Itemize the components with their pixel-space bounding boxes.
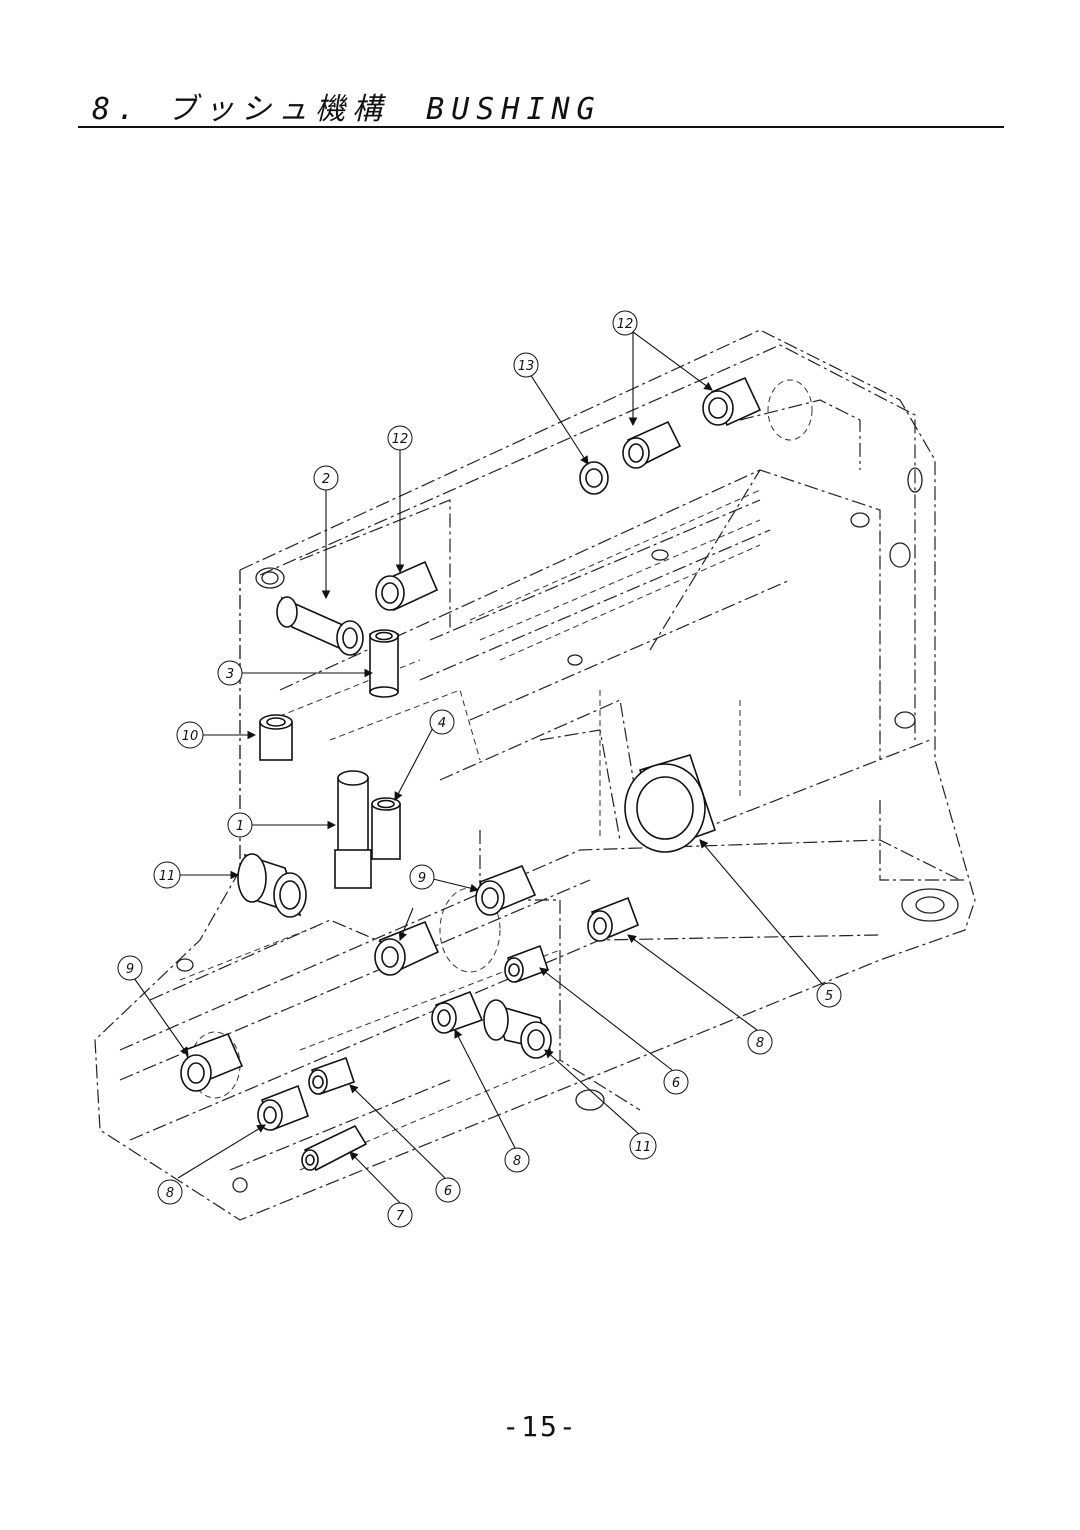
bushing-9-left [180,1032,244,1092]
bushing-11-center [483,999,552,1059]
callout-2-label: 2 [322,472,330,487]
callout-markers: 12 13 12 2 3 10 4 1 [117,310,842,1228]
bushing-3 [369,629,399,698]
callout-10-label: 10 [182,729,199,744]
bushing-parts [180,376,762,1172]
page-number: -15- [502,1410,578,1443]
bushing-9-upper [475,864,537,916]
hidden-lines [179,379,813,1171]
machine-frame-outline [94,329,976,1221]
callout-13-label: 13 [518,359,535,374]
callout-3: 3 [217,660,243,686]
bushing-5 [624,754,717,853]
bushing-6-left [308,1056,356,1096]
callout-1: 1 [227,812,253,838]
bushing-8-left [257,1084,309,1132]
bushing-12-top-right [702,376,762,427]
callout-12-top-label: 12 [617,317,634,332]
bushing-8-right [587,896,640,942]
callout-11-left-label: 11 [159,869,176,884]
bushing-7 [301,1124,368,1172]
callout-10: 10 [176,721,204,749]
frame-holes [176,467,959,1193]
callout-12-left: 12 [387,425,413,451]
callout-11-left: 11 [153,861,181,889]
page-title: 8. ブッシュ機構 BUSHING [92,92,602,127]
bushing-11-left [237,853,307,918]
callout-3-label: 3 [226,667,234,682]
ring-13 [579,461,609,495]
bushing-12-left [375,560,439,612]
callout-6-left: 6 [435,1177,461,1203]
callout-8-right: 8 [747,1029,773,1055]
bushing-2 [276,596,364,657]
callout-4-label: 4 [438,716,446,731]
callout-4: 4 [429,709,455,735]
callout-8-center: 8 [504,1147,530,1173]
callout-12-left-label: 12 [392,432,409,447]
callout-13: 13 [513,352,539,378]
callout-9-left-label: 9 [126,962,134,977]
bushing-12-middle [622,420,682,469]
callout-6-left-label: 6 [444,1184,452,1199]
callout-2: 2 [313,465,339,491]
callout-5-label: 5 [825,989,833,1004]
bushing-10 [259,714,293,761]
callout-7: 7 [387,1202,413,1228]
callout-8-right-label: 8 [756,1036,764,1051]
callout-8-center-label: 8 [513,1154,521,1169]
title-underline [78,126,1004,128]
bushing-4 [371,797,401,860]
bushing-1 [334,770,372,889]
callout-9-center-label: 9 [418,871,426,886]
callout-7-label: 7 [396,1209,405,1224]
leader-lines [133,331,824,1204]
callout-8-left: 8 [157,1179,183,1205]
callout-11-center-label: 11 [635,1140,652,1155]
bushing-9-lower [374,920,440,976]
callout-9-center: 9 [409,864,435,890]
callout-9-left: 9 [117,955,143,981]
callout-5: 5 [816,982,842,1008]
callout-6-right: 6 [663,1069,689,1095]
bushing-8-center [431,990,484,1034]
callout-12-top: 12 [612,310,638,336]
callout-1-label: 1 [236,819,244,834]
bushing-6-right [504,944,550,984]
callout-8-left-label: 8 [166,1186,174,1201]
callout-11-center: 11 [629,1132,657,1160]
callout-6-right-label: 6 [672,1076,680,1091]
